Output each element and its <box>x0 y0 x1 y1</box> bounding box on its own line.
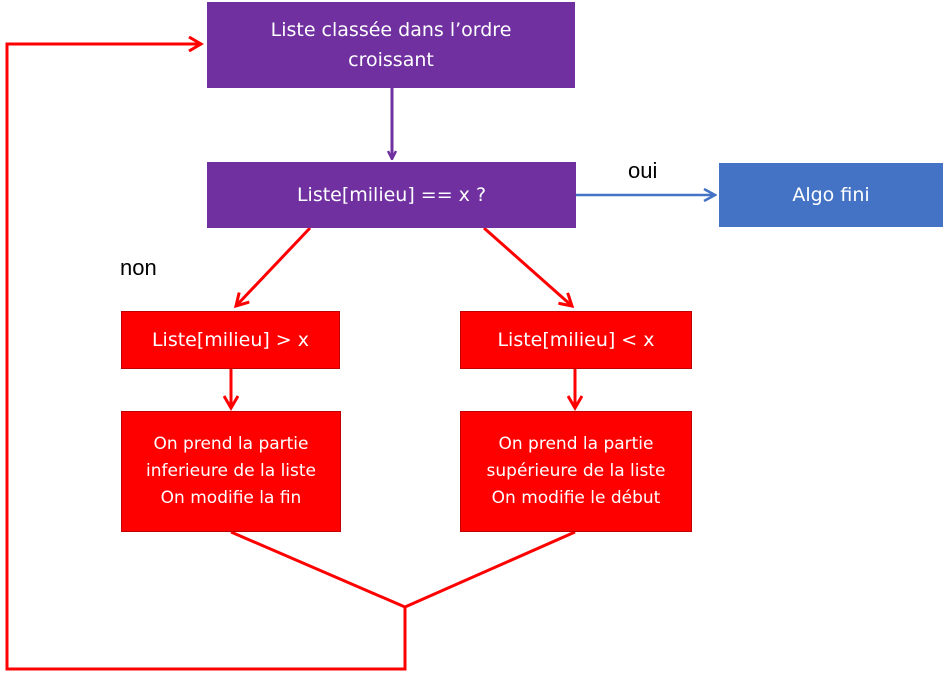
arrow-check-to-less <box>483 226 572 306</box>
loop-back-arrow <box>5 44 407 671</box>
lower-half-node: On prend la partie inferieure de la list… <box>121 411 341 532</box>
merge-connector <box>230 530 576 609</box>
start-node: Liste classée dans l’ordre croissant <box>207 2 575 88</box>
check-node: Liste[milieu] == x ? <box>207 162 576 228</box>
no-label: non <box>120 255 157 280</box>
less-node: Liste[milieu] < x <box>460 311 692 369</box>
upper-half-node: On prend la partie supérieure de la list… <box>460 411 692 532</box>
yes-label: oui <box>628 158 658 183</box>
end-node: Algo fini <box>719 163 943 227</box>
arrow-check-to-greater <box>236 226 312 306</box>
greater-node: Liste[milieu] > x <box>121 311 340 369</box>
